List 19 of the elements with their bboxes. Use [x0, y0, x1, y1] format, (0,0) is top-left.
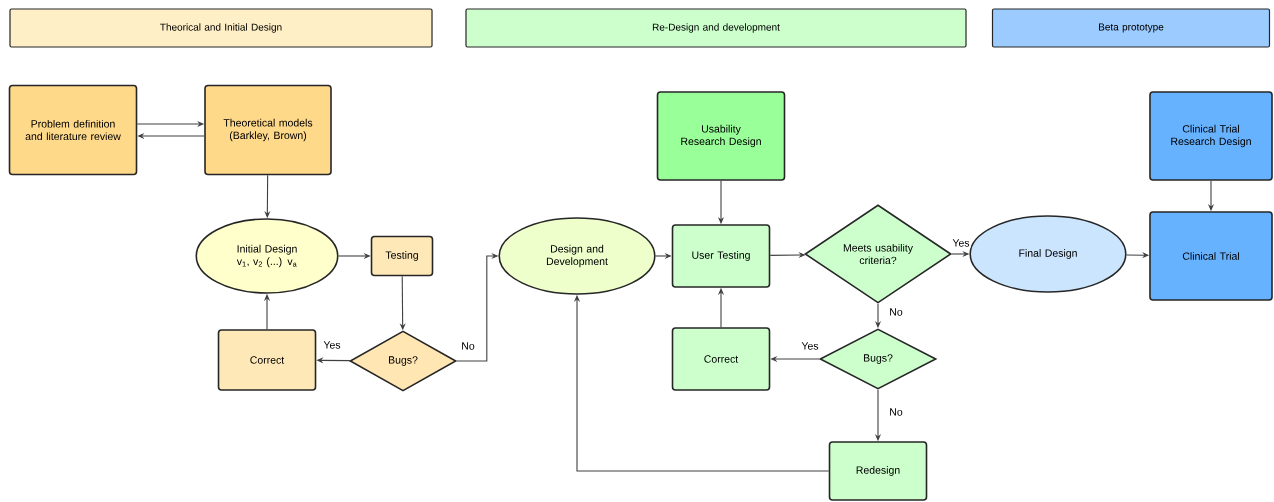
process-box: User Testing: [671, 224, 771, 288]
phase-band: Re-Design and development: [465, 8, 967, 48]
edge-label: Yes: [800, 341, 820, 351]
process-box: Correct: [217, 329, 317, 391]
process-box: Clinical Trial Research Design: [1149, 91, 1273, 181]
process-box: Problem definition and literature review: [8, 84, 138, 176]
process-box: Theoretical models (Barkley, Brown): [204, 84, 332, 176]
edge-label: Yes: [322, 340, 342, 350]
edge-label: No: [888, 307, 904, 317]
process-box: Redesign: [828, 441, 928, 501]
process-box: Testing: [370, 235, 434, 277]
edge-label: No: [460, 341, 476, 351]
phase-band: Theorical and Initial Design: [9, 8, 433, 48]
process-box: Clinical Trial: [1149, 211, 1273, 301]
process-box: Correct: [671, 327, 771, 391]
edge-label: Yes: [951, 238, 971, 248]
edge-label: No: [888, 407, 904, 417]
process-box: Usability Research Design: [656, 91, 786, 181]
phase-band: Beta prototype: [991, 8, 1271, 48]
